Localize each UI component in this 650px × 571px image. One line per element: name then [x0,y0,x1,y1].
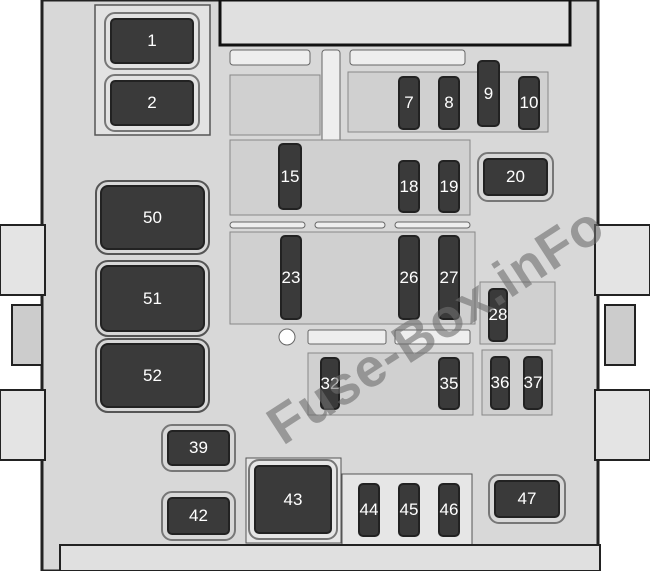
fuse-39: 39 [161,424,236,472]
fuse-9: 9 [477,60,500,127]
fuse-20: 20 [477,152,554,202]
fuse-10: 10 [518,76,540,130]
fuse-42: 42 [161,491,236,541]
fuse-27: 27 [438,235,460,320]
fuse-26: 26 [398,235,420,320]
fuse-32: 32 [320,357,340,410]
fuse-44: 44 [358,483,380,537]
fuse-18: 18 [398,160,420,213]
fuse-7: 7 [398,76,420,130]
fuse-47: 47 [488,474,566,524]
fuse-46: 46 [438,483,460,537]
fuse-8: 8 [438,76,460,130]
fuse-37: 37 [523,356,543,410]
fuse-23: 23 [280,235,302,320]
fuse-15: 15 [278,143,302,210]
fuse-35: 35 [438,357,460,410]
fuse-51: 51 [95,260,210,337]
fuse-36: 36 [490,356,510,410]
fuse-45: 45 [398,483,420,537]
fuse-43: 43 [248,459,338,540]
fuse-2: 2 [104,74,200,132]
fuse-28: 28 [488,288,508,342]
fuse-19: 19 [438,160,460,213]
fuse-50: 50 [95,180,210,255]
fuse-52: 52 [95,338,210,413]
fuse-1: 1 [104,12,200,70]
